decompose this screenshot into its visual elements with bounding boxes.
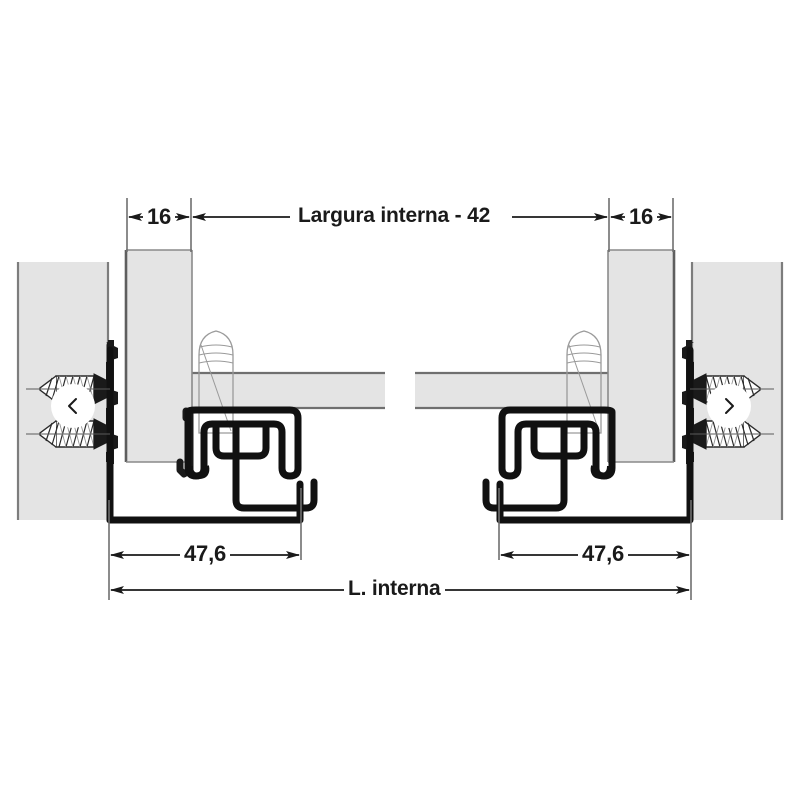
next-image-button[interactable] xyxy=(707,384,751,428)
drawer-side-panel-left xyxy=(124,249,193,463)
dimension-label-left-16: 16 xyxy=(143,206,176,228)
dimension-label-left-47-6: 47,6 xyxy=(180,543,231,565)
dimension-label-bottom-span: L. interna xyxy=(344,578,445,599)
dimension-extension-lines-bottom xyxy=(108,488,692,600)
slide-rail-section-left xyxy=(106,346,318,524)
drawer-bottom-panel-right xyxy=(415,371,608,410)
dimension-label-top-span: Largura interna - 42 xyxy=(294,205,495,226)
dimension-label-right-16: 16 xyxy=(625,206,658,228)
drawer-bottom-panel-left xyxy=(192,371,385,410)
dimension-extension-lines-top xyxy=(126,198,674,252)
chevron-right-icon xyxy=(719,396,739,416)
previous-image-button[interactable] xyxy=(51,384,95,428)
chevron-left-icon xyxy=(63,396,83,416)
drawer-side-panel-right xyxy=(607,249,676,463)
slide-rail-section-right xyxy=(482,346,694,524)
dimension-label-right-47-6: 47,6 xyxy=(578,543,629,565)
